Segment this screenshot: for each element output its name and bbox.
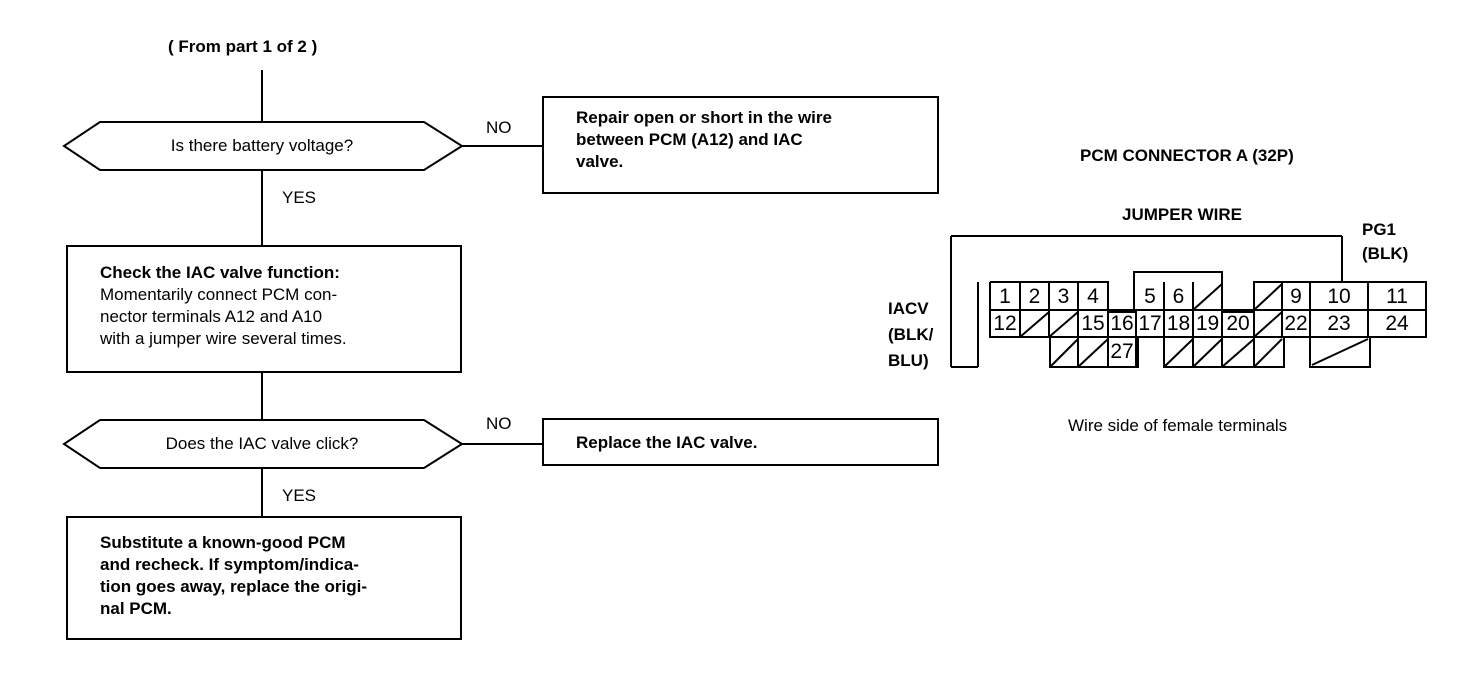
substitute-line: nal PCM.: [100, 599, 172, 618]
decision1-shape: [62, 121, 464, 171]
iacv-label-line: IACV: [888, 299, 929, 318]
substitute-line: tion goes away, replace the origi-: [100, 577, 368, 596]
substitute-line: and recheck. If symptom/indica-: [100, 555, 359, 574]
check-title: Check the IAC valve function:: [100, 263, 340, 282]
start-note: ( From part 1 of 2 ): [168, 37, 318, 56]
replace-box: Replace the IAC valve.: [542, 418, 939, 466]
terminal-10: 10: [1327, 285, 1351, 308]
terminal-27: 27: [1110, 340, 1134, 363]
terminal-9: 9: [1290, 285, 1302, 308]
decision2-shape: [62, 419, 464, 469]
terminal-16: 16: [1110, 312, 1134, 335]
terminal-12: 12: [993, 312, 1017, 335]
terminal-15: 15: [1081, 312, 1105, 335]
terminal-24: 24: [1385, 312, 1409, 335]
iacv-label-line: (BLK/: [888, 325, 934, 344]
check-line: Momentarily connect PCM con-: [100, 285, 338, 304]
iacv-label: IACV (BLK/ BLU): [888, 296, 933, 374]
terminal-20: 20: [1226, 312, 1250, 335]
pg1-label-line: (BLK): [1362, 244, 1409, 263]
decision1-yes-label: YES: [282, 188, 317, 207]
pg1-label-line: PG1: [1362, 220, 1397, 239]
check-line: with a jumper wire several times.: [100, 329, 347, 348]
check-line: nector terminals A12 and A10: [100, 307, 323, 326]
decision1-question: Is there battery voltage?: [170, 136, 354, 155]
decision2-yes-label: YES: [282, 486, 317, 505]
check-box: Check the IAC valve function: Momentaril…: [66, 245, 462, 373]
terminal-19: 19: [1195, 312, 1220, 335]
terminal-5: 5: [1144, 285, 1156, 308]
repair-line: valve.: [576, 152, 624, 171]
decision2-question: Does the IAC valve click?: [165, 434, 359, 453]
substitute-box: Substitute a known-good PCM and recheck.…: [66, 516, 462, 640]
jumper-wire-label: JUMPER WIRE: [1122, 205, 1242, 224]
iacv-label-line: BLU): [888, 351, 929, 370]
terminal-23: 23: [1327, 312, 1351, 335]
decision1-no-label: NO: [486, 118, 512, 137]
terminal-3: 3: [1057, 285, 1070, 308]
repair-box: Repair open or short in the wire between…: [542, 96, 939, 194]
terminal-1: 1: [999, 285, 1011, 308]
repair-line: Repair open or short in the wire: [576, 108, 832, 127]
terminal-6: 6: [1172, 285, 1185, 308]
connector-caption: Wire side of female terminals: [1068, 416, 1288, 435]
terminal-4: 4: [1087, 285, 1099, 308]
substitute-line: Substitute a known-good PCM: [100, 533, 346, 552]
terminal-2: 2: [1028, 285, 1041, 308]
pg1-label: PG1 (BLK): [1362, 218, 1408, 266]
decision2-no-label: NO: [486, 414, 512, 433]
terminal-22: 22: [1284, 312, 1308, 335]
terminal-block-outline: [989, 271, 1427, 368]
repair-line: between PCM (A12) and IAC: [576, 130, 803, 149]
terminal-18: 18: [1166, 312, 1191, 335]
connector-title: PCM CONNECTOR A (32P): [1080, 146, 1294, 165]
terminal-11: 11: [1386, 285, 1408, 308]
terminal-17: 17: [1138, 312, 1162, 335]
